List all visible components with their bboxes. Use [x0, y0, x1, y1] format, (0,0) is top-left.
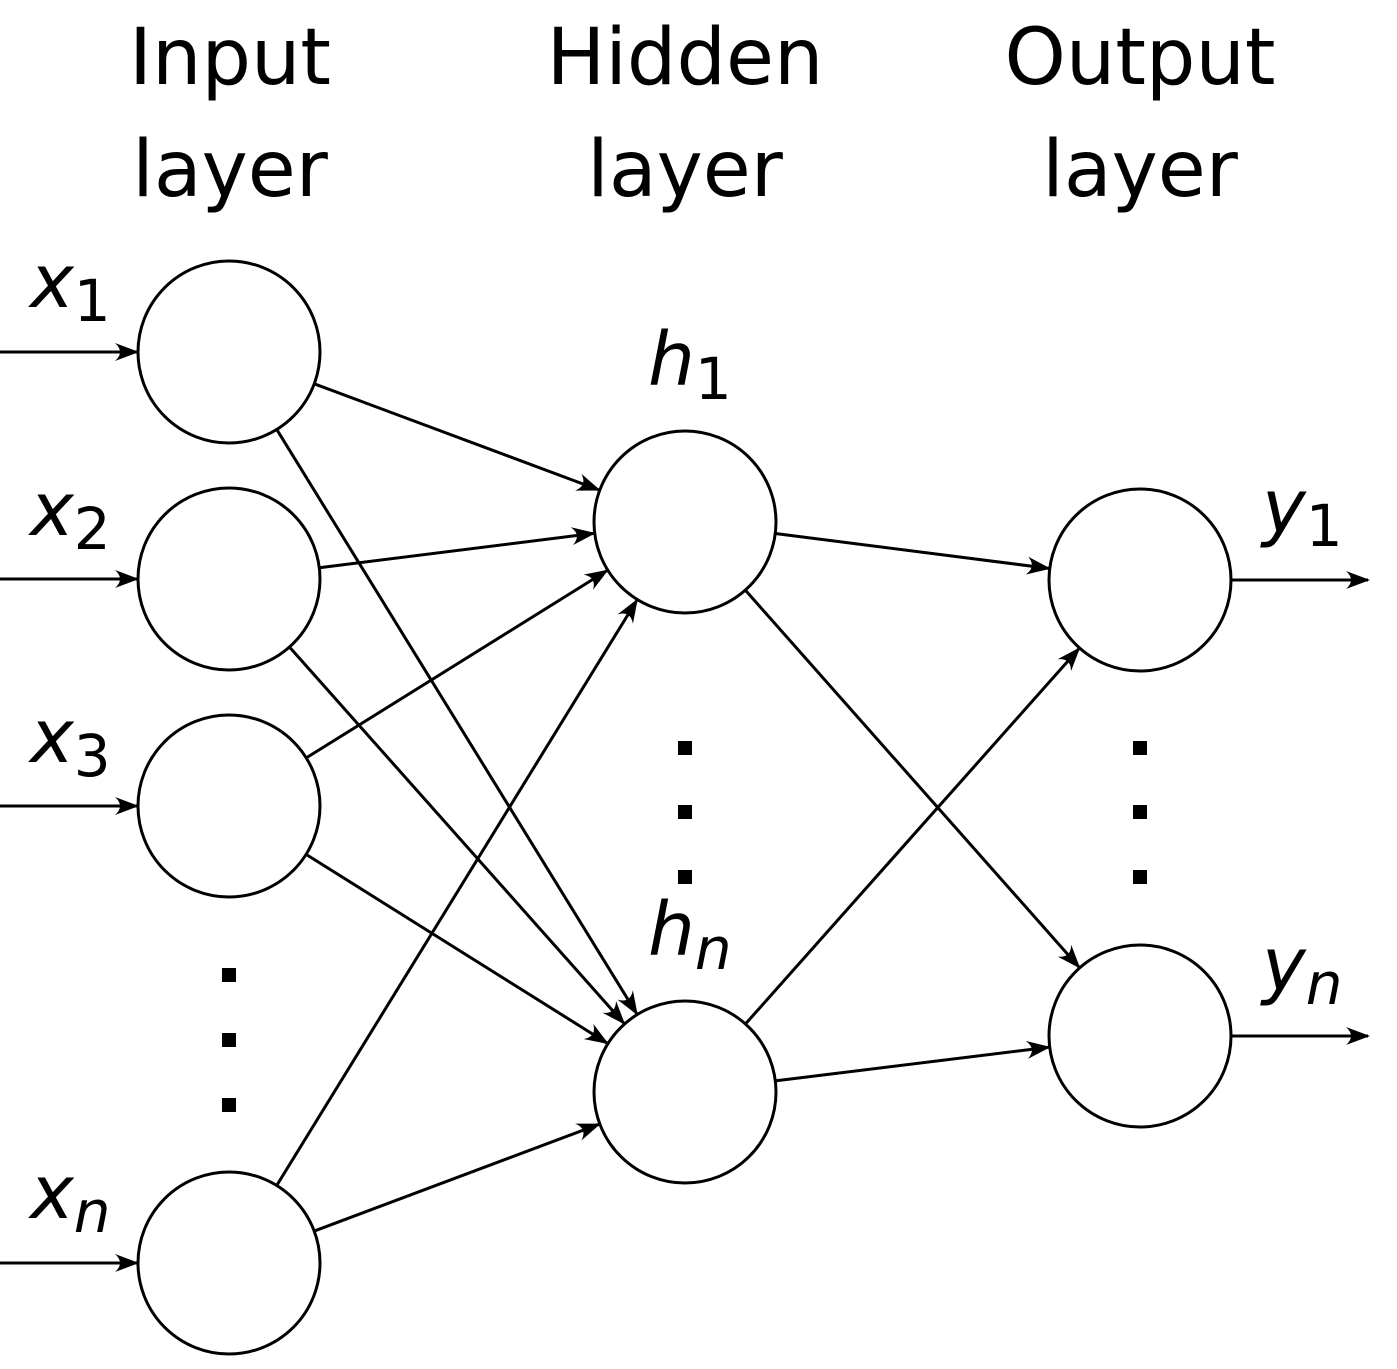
hidden-ellipsis-dot-3	[678, 870, 692, 884]
label-x1-subscript: 1	[74, 267, 111, 335]
label-yn: yn	[1260, 922, 1343, 1018]
label-yn-base: y	[1260, 922, 1307, 1008]
neurons	[136, 259, 1233, 1356]
label-yn-subscript: n	[1306, 950, 1343, 1018]
hidden-ellipsis-dot-1	[678, 741, 692, 755]
label-x2-base: x	[28, 467, 75, 553]
edge-h1-yn	[744, 589, 1081, 969]
input-layer-title-line2: layer	[132, 125, 328, 215]
edge-xn-hn	[313, 1122, 601, 1233]
edge-xn-h1	[275, 598, 639, 1187]
label-h1: h1	[648, 317, 732, 413]
label-y1: y1	[1260, 464, 1343, 560]
neuron-hn	[592, 999, 778, 1185]
neuron-y1	[1047, 487, 1233, 673]
output-layer-title-line2: layer	[1042, 125, 1238, 215]
output-layer-title: Output layer	[970, 2, 1310, 226]
input-ellipsis-dot-2	[222, 1033, 236, 1047]
label-x2: x2	[28, 467, 111, 563]
label-h1-base: h	[648, 317, 695, 403]
label-hn: hn	[648, 887, 732, 983]
label-xn-base: x	[28, 1150, 75, 1236]
label-h1-subscript: 1	[695, 345, 732, 413]
edge-x2-h1	[319, 527, 596, 570]
edge-x3-h1	[305, 569, 609, 760]
output-ellipsis-dot-1	[1133, 741, 1147, 755]
label-x2-subscript: 2	[74, 495, 111, 563]
neuron-x1	[136, 259, 322, 445]
hidden-ellipsis-dot-2	[678, 805, 692, 819]
edge-x2-hn	[288, 646, 626, 1025]
label-y1-subscript: 1	[1306, 492, 1343, 560]
edge-x1-h1	[313, 382, 601, 492]
output-ellipsis-dot-2	[1133, 805, 1147, 819]
input-ellipsis-dot-3	[222, 1098, 236, 1112]
label-hn-base: h	[648, 887, 695, 973]
label-xn-subscript: n	[74, 1178, 111, 1246]
label-x1-base: x	[28, 239, 75, 325]
neuron-h1	[592, 429, 778, 615]
label-x3-base: x	[28, 694, 75, 780]
label-xn: xn	[28, 1150, 111, 1246]
neuron-x3	[136, 713, 322, 899]
neuron-xn	[136, 1170, 322, 1356]
edge-x1-hn	[275, 428, 639, 1016]
neuron-x2	[136, 486, 322, 672]
edge-hn-y1	[744, 647, 1081, 1025]
label-x3: x3	[28, 694, 111, 790]
edge-x3-hn	[305, 853, 609, 1045]
hidden-layer-title-line1: Hidden	[546, 13, 824, 103]
label-x3-subscript: 3	[74, 722, 111, 790]
label-x1: x1	[28, 239, 111, 335]
hidden-layer-title: Hidden layer	[515, 2, 855, 226]
input-ellipsis-dot-1	[222, 968, 236, 982]
edge-h1-y1	[775, 532, 1051, 575]
edge-hn-yn	[775, 1040, 1051, 1083]
input-layer-title-line1: Input	[129, 13, 331, 103]
label-y1-base: y	[1260, 464, 1307, 550]
output-ellipsis-dot-3	[1133, 870, 1147, 884]
neuron-yn	[1047, 943, 1233, 1129]
connections	[0, 343, 1370, 1272]
ellipsis-dots	[222, 741, 1147, 1112]
output-layer-title-line1: Output	[1004, 13, 1276, 103]
input-layer-title: Input layer	[60, 2, 400, 226]
label-hn-subscript: n	[695, 915, 732, 983]
hidden-layer-title-line2: layer	[587, 125, 783, 215]
